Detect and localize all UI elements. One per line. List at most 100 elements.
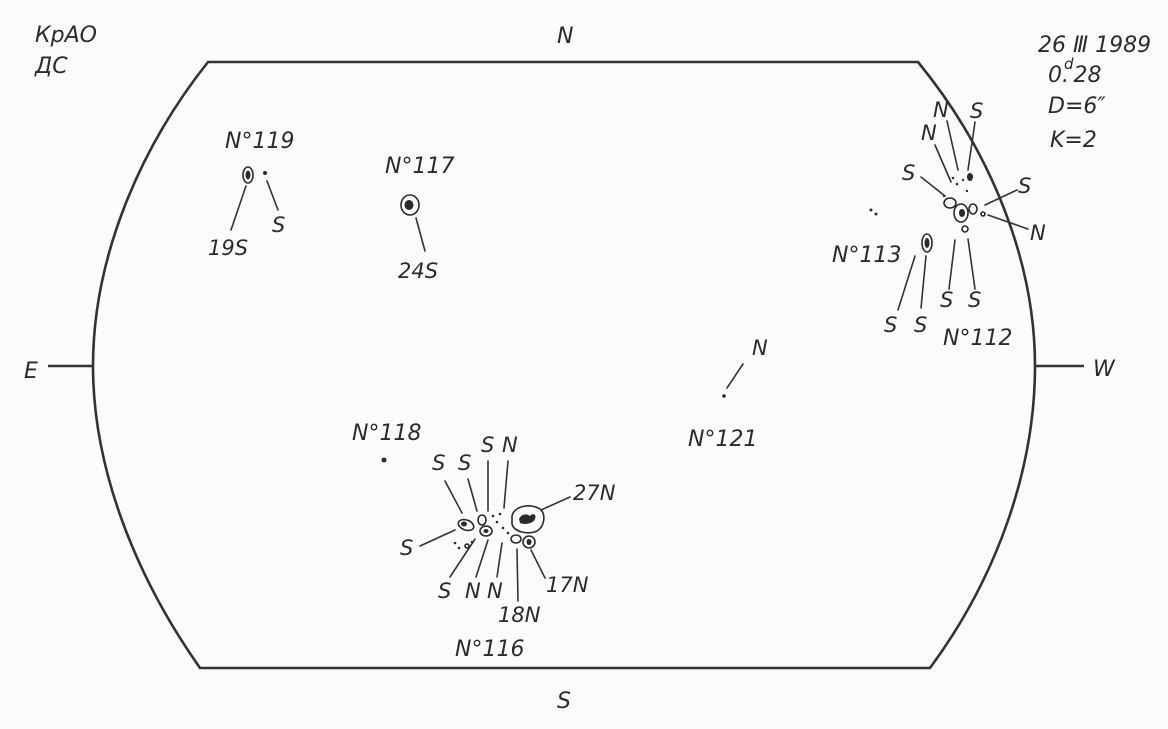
sunspot-pore [381,457,387,463]
sunspot-penumbra [921,233,933,253]
sunspot-pore [491,514,495,518]
sunspot-pore [453,541,457,545]
group-113: N°113 S S [832,208,933,337]
direction-north: N [557,24,573,49]
polarity-label: S [884,313,897,337]
sunspot-penumbra [943,197,957,209]
polarity-line [530,549,546,579]
direction-west: W [1093,357,1116,382]
sunspot-pore [263,171,267,175]
sunspot-pore [980,211,986,217]
sunspot-pore [722,394,726,398]
observation-date: 26 Ⅲ 1989 [1038,33,1151,58]
polarity-line [467,478,478,512]
polarity-label: 24S [398,259,438,283]
group-number: N°119 [225,129,294,154]
sunspot-penumbra [479,525,493,537]
direction-south: S [557,689,571,714]
group-number: N°112 [943,326,1012,351]
sunspot-penumbra [457,518,475,532]
polarity-label: N [752,336,768,360]
observation-time: 0.d28 [1048,55,1102,88]
polarity-label: N [1030,221,1046,245]
sunspot-umbra [924,238,930,248]
diameter-label: D=6″ [1048,94,1106,119]
polarity-label: N [921,121,937,145]
group-117: N°117 24S [385,154,454,283]
sunspot-pore [498,512,502,516]
polarity-line [266,180,279,211]
polarity-line [516,548,519,602]
sunspot-umbra [959,209,965,217]
polarity-line [419,529,456,547]
time-fraction: 28 [1074,63,1102,88]
polarity-label: S [400,536,413,560]
time-integer: 0. [1048,63,1069,88]
group-119: N°119 19S S [208,129,294,260]
polarity-line [540,496,571,511]
sunspot-penumbra [968,203,978,215]
sunspot-penumbra [511,505,545,534]
polarity-line [415,217,426,252]
polarity-line [934,144,952,183]
group-number: N°116 [455,637,524,662]
group-number: N°121 [688,427,757,452]
polarity-label: 18N [498,603,541,627]
polarity-line [967,121,976,171]
polarity-label: S [968,288,981,312]
polarity-line [496,542,503,578]
instrument-label: ДС [34,54,68,79]
sunspot-pore [955,182,959,186]
group-118: N°118 [352,421,421,463]
polarity-label: S [481,433,494,457]
group-116: N°116 S S S N 27N S S [400,433,616,662]
polarity-line [449,538,476,578]
group-number: N°118 [352,421,421,446]
polarity-line [897,255,916,311]
polarity-line [230,185,247,231]
sunspot-penumbra [522,535,536,549]
polarity-label: S [272,213,285,237]
sunspot-umbra [404,200,414,210]
polarity-label: N [487,579,503,603]
observatory-label: КрАО [35,23,97,48]
sunspot-pore [506,531,510,535]
group-112: N°112 N S N S S N S S [902,98,1046,351]
sunspot-pore [961,178,965,182]
polarity-label: S [940,288,953,312]
polarity-label: S [902,161,915,185]
polarity-label: N [933,98,949,122]
polarity-line [967,238,976,290]
sunspot-penumbra [510,534,522,544]
polarity-label: N [502,433,518,457]
polarity-label: 27N [573,481,616,505]
sunspot-pore [874,212,878,216]
sunspot-umbra [483,529,489,533]
group-number: N°117 [385,154,454,179]
polarity-line [726,363,744,389]
polarity-label: N [465,579,481,603]
polarity-label: S [432,451,445,475]
polarity-label: S [914,313,927,337]
polarity-label: S [970,99,983,123]
polarity-line [946,120,959,171]
sunspot-penumbra [953,203,969,223]
polarity-line [948,239,956,290]
sunspot-pore [965,189,969,193]
solar-disk-frame [91,60,1037,670]
polarity-line [984,189,1018,206]
sunspot-penumbra [242,166,254,184]
polarity-line [920,255,927,309]
polarity-line [475,539,489,578]
polarity-line [503,460,509,509]
polarity-line [444,480,463,514]
polarity-line [987,214,1029,230]
sunspot-pore [501,526,505,530]
sunspot-penumbra [961,225,969,233]
polarity-label: S [438,579,451,603]
sunspot-pore [869,208,873,212]
sunspot-pore [495,520,499,524]
direction-east: E [24,359,38,384]
